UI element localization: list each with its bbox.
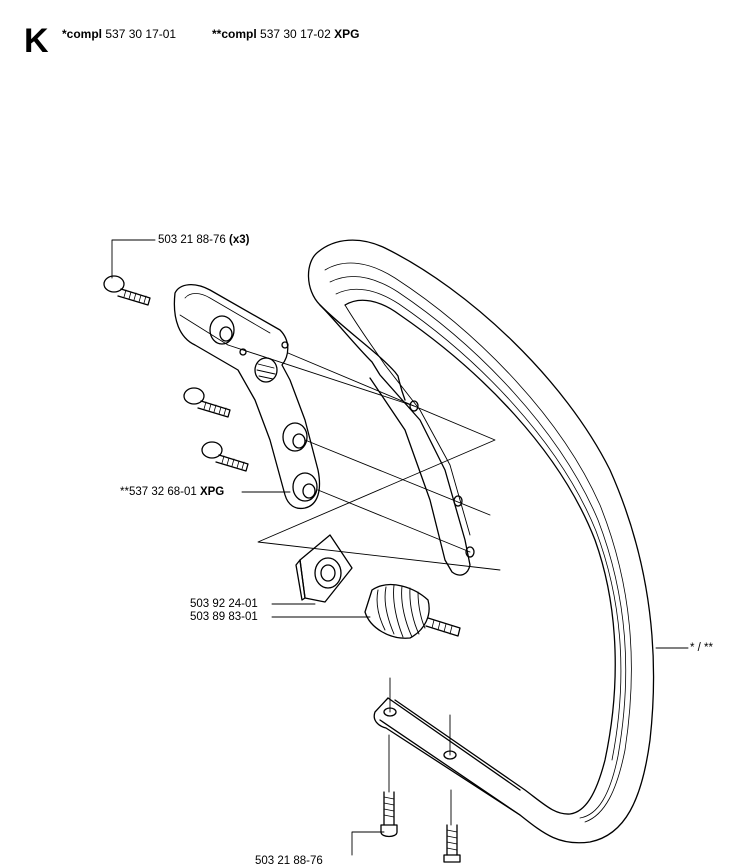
label-handle: * / ** [690, 642, 714, 654]
label-bracket-suffix: XPG [199, 486, 225, 498]
label-screw-top-qty: (x3) [229, 234, 250, 246]
mounting-bracket [173, 284, 321, 510]
label-screw-top-number: 503 21 88-76 [158, 234, 226, 246]
compl-2-prefix: **compl [212, 27, 257, 41]
label-spring: 503 89 83-01 [190, 611, 258, 623]
screw-middle-1 [183, 387, 231, 418]
header: K *compl 537 30 17-01 **compl 537 30 17-… [0, 0, 750, 70]
label-bracket: **537 32 68-01 XPG [120, 486, 224, 499]
screw-top [103, 275, 151, 306]
screw-bottom-2 [443, 824, 461, 863]
screw-middle-2 [201, 441, 249, 472]
screw-bottom-1 [380, 791, 398, 838]
compl-1-prefix: *compl [62, 27, 103, 41]
compl-2-suffix: XPG [334, 27, 360, 41]
label-damper-holder: 503 92 24-01 [190, 598, 258, 610]
label-screw-bottom: 503 21 88-76 [255, 855, 323, 867]
anti-vibration-spring [364, 583, 461, 639]
section-letter: K [24, 22, 49, 60]
complete-assembly-1: *compl 537 30 17-01 [62, 27, 176, 41]
compl-2-number: 537 30 17-02 [260, 27, 331, 41]
complete-assembly-2: **compl 537 30 17-02 XPG [212, 27, 359, 41]
compl-1-number: 537 30 17-01 [105, 27, 177, 41]
label-bracket-number: **537 32 68-01 [120, 486, 197, 498]
leader-lines [111, 239, 689, 856]
assembly-lines [227, 344, 501, 826]
label-screw-top: 503 21 88-76 (x3) [158, 234, 249, 247]
front-handle [307, 239, 655, 844]
damper-holder [295, 534, 353, 603]
